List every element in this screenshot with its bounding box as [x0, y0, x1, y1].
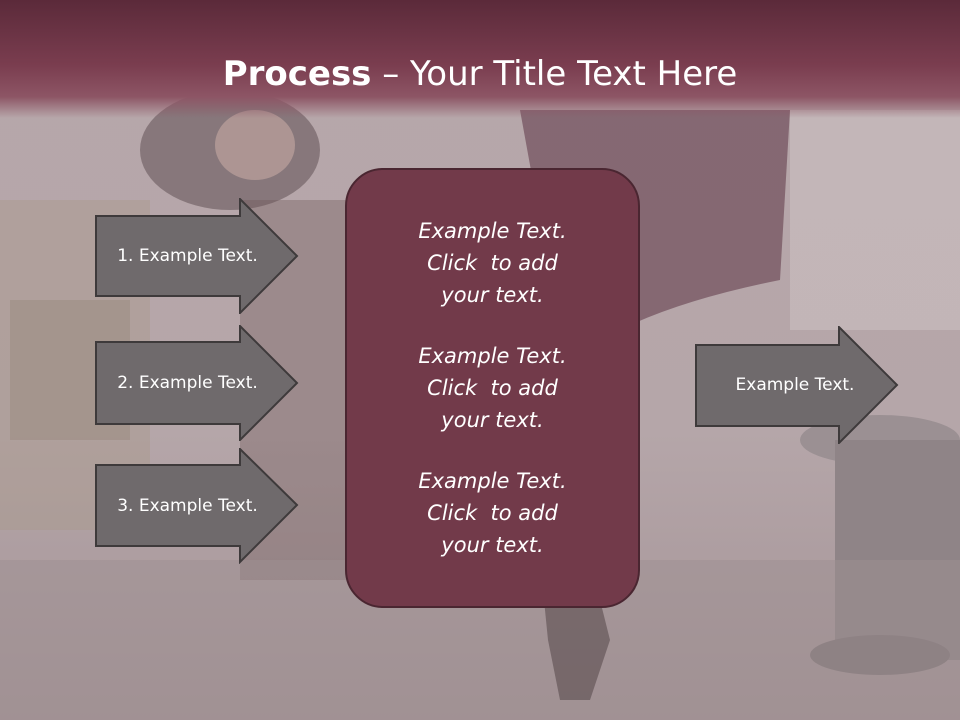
center-text-block-3: Example Text. Click to add your text.	[393, 465, 593, 561]
block-1-line-2: Click to add	[427, 250, 558, 275]
center-text-block-2: Example Text. Click to add your text.	[393, 340, 593, 436]
step-arrow-3[interactable]: 3. Example Text.	[95, 448, 300, 564]
arrow-shape-1	[95, 198, 299, 314]
block-2-line-2: Click to add	[427, 375, 558, 400]
center-text-block-1: Example Text. Click to add your text.	[393, 215, 593, 311]
step-arrow-1[interactable]: 1. Example Text.	[95, 198, 300, 314]
title-bar	[0, 0, 960, 118]
block-1-line-1: Example Text.	[418, 218, 567, 243]
block-3-line-2: Click to add	[427, 501, 558, 526]
step-label-1: 1. Example Text.	[117, 246, 258, 266]
result-arrow[interactable]: Example Text.	[695, 326, 900, 444]
step-label-2: 2. Example Text.	[117, 373, 258, 393]
step-arrow-2[interactable]: 2. Example Text.	[95, 325, 300, 441]
block-2-line-1: Example Text.	[418, 343, 567, 368]
arrow-shape-2	[95, 325, 299, 441]
slide-title: Process – Your Title Text Here	[0, 50, 960, 98]
block-3-line-1: Example Text.	[418, 469, 567, 494]
step-label-3: 3. Example Text.	[117, 496, 258, 516]
block-1-line-3: your text.	[441, 282, 544, 307]
center-text-box[interactable]: Example Text. Click to add your text. Ex…	[345, 168, 640, 608]
arrow-shape-result	[695, 326, 899, 444]
block-3-line-3: your text.	[441, 533, 544, 558]
title-bold: Process	[222, 54, 372, 94]
result-label: Example Text.	[735, 375, 855, 395]
arrow-shape-3	[95, 448, 299, 564]
block-2-line-3: your text.	[441, 407, 544, 432]
title-rest: – Your Title Text Here	[371, 54, 738, 94]
